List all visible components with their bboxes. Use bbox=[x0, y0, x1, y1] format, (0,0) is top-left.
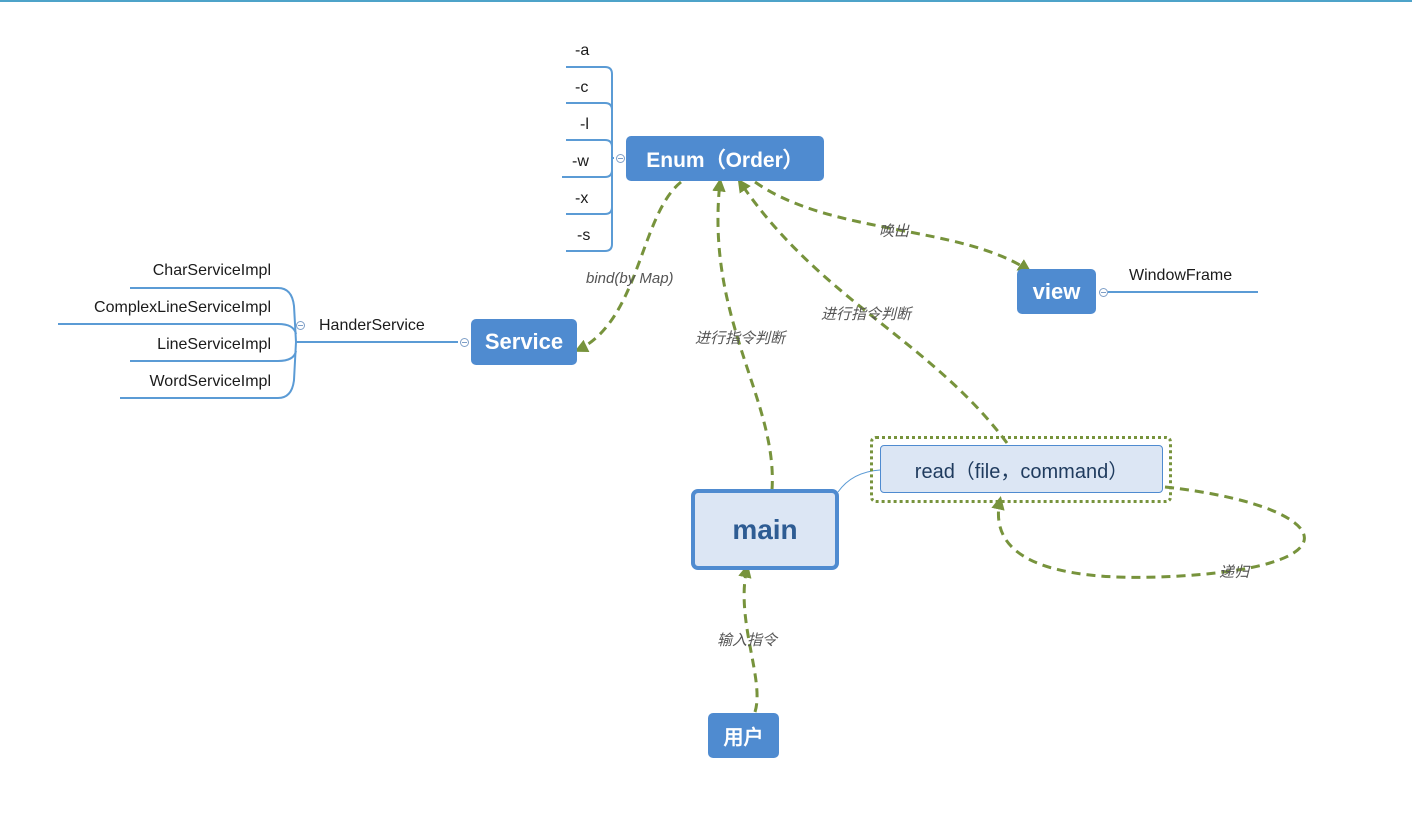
hander-service-node[interactable]: HanderService bbox=[319, 317, 425, 334]
hander-collapse-icon[interactable] bbox=[296, 321, 305, 330]
service-node[interactable]: Service bbox=[471, 319, 577, 365]
call-out-relation-label[interactable]: 唤出 bbox=[879, 223, 910, 240]
char-service-impl[interactable]: CharServiceImpl bbox=[152, 262, 271, 279]
read-node[interactable]: read（file，command） bbox=[880, 445, 1163, 493]
hander-children-branches bbox=[58, 287, 308, 399]
enum-option-a[interactable]: -a bbox=[575, 42, 590, 59]
enum-option-s[interactable]: -s bbox=[577, 227, 591, 244]
line-service-impl[interactable]: LineServiceImpl bbox=[157, 336, 271, 353]
read-selection-frame bbox=[870, 436, 1172, 503]
relationship-arrows bbox=[574, 177, 1306, 713]
recursion-relation-label[interactable]: 递归 bbox=[1219, 564, 1250, 581]
user-label: 用户 bbox=[723, 727, 764, 749]
view-label: view bbox=[1032, 278, 1081, 304]
top-border bbox=[0, 0, 1412, 2]
enum-children-branches bbox=[562, 66, 614, 252]
enum-order-label: Enum（Order） bbox=[646, 148, 804, 172]
view-node[interactable]: view bbox=[1017, 269, 1096, 314]
complex-line-service-impl[interactable]: ComplexLineServiceImpl bbox=[94, 299, 271, 316]
main-node[interactable]: main bbox=[691, 489, 839, 570]
judge-read-relation-label[interactable]: 进行指令判断 bbox=[821, 306, 912, 323]
service-collapse-icon[interactable] bbox=[460, 338, 469, 347]
enum-collapse-icon[interactable] bbox=[616, 154, 625, 163]
window-frame-node[interactable]: WindowFrame bbox=[1129, 267, 1233, 284]
view-collapse-icon[interactable] bbox=[1099, 288, 1108, 297]
enum-option-c[interactable]: -c bbox=[575, 79, 589, 96]
judge-main-relation-label[interactable]: 进行指令判断 bbox=[695, 330, 786, 347]
main-read-connector bbox=[837, 469, 881, 493]
enum-order-node[interactable]: Enum（Order） bbox=[626, 136, 824, 181]
main-label: main bbox=[732, 513, 798, 545]
input-relation-label[interactable]: 输入指令 bbox=[717, 632, 778, 649]
enum-option-x[interactable]: -x bbox=[575, 190, 589, 207]
enum-option-w[interactable]: -w bbox=[572, 153, 589, 170]
word-service-impl[interactable]: WordServiceImpl bbox=[149, 373, 271, 390]
read-label: read（file，command） bbox=[914, 460, 1129, 483]
bind-relation-label[interactable]: bind(by Map) bbox=[586, 270, 674, 287]
user-node[interactable]: 用户 bbox=[708, 713, 779, 758]
service-label: Service bbox=[484, 329, 564, 354]
enum-option-l[interactable]: -l bbox=[580, 116, 589, 133]
